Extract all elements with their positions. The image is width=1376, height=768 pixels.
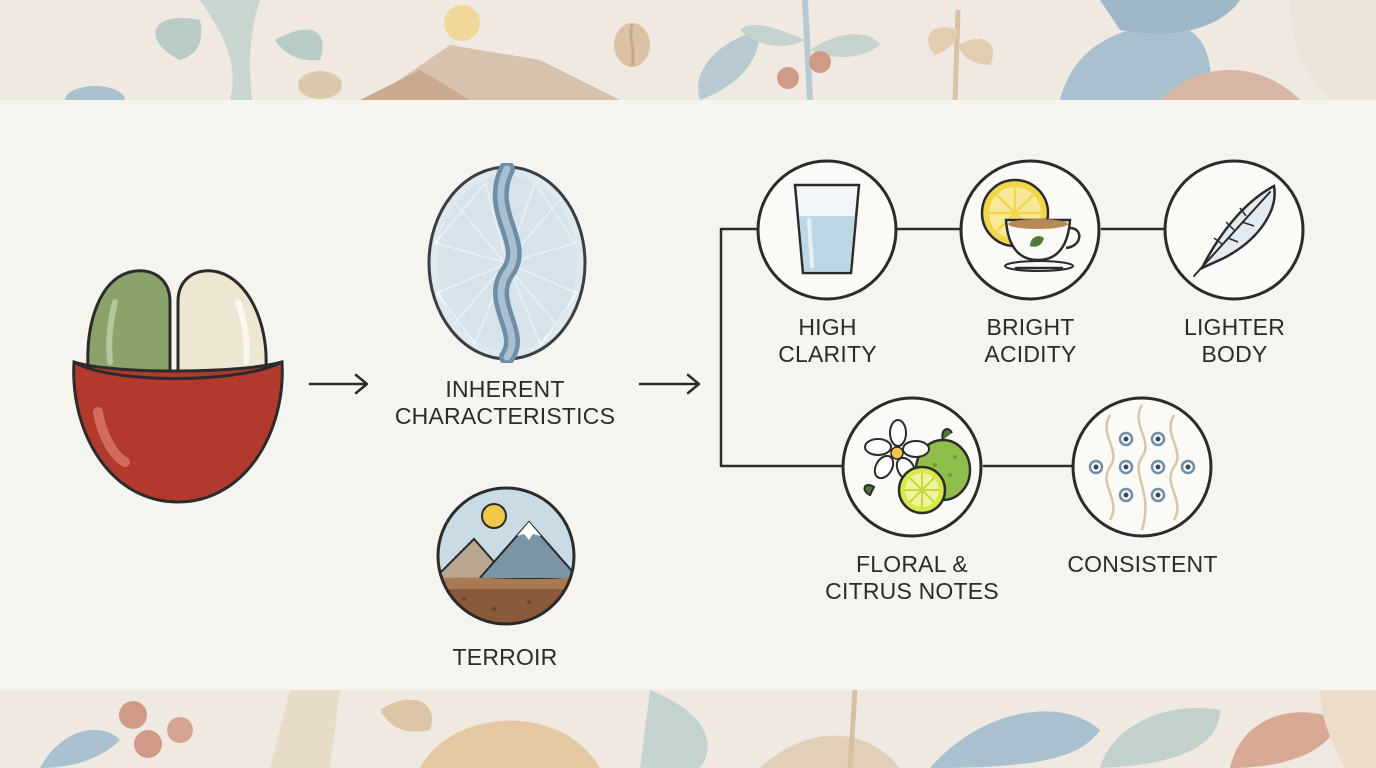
arrow-center-to-traits [638,373,701,395]
influence-node-label: TERROIR [452,644,558,670]
water-glass-icon [755,158,900,303]
arrow-source-to-center [308,373,369,395]
trait-label-lighter-body: LIGHTER BODY [1183,314,1286,367]
center-node-label: INHERENT CHARACTERISTICS [394,376,616,429]
trait-label-floral-citrus: FLORAL & CITRUS NOTES [825,551,999,604]
pattern-dots-icon [1070,395,1215,540]
trait-label-consistent: CONSISTENT [1067,551,1218,577]
flower-citrus-icon [840,395,985,540]
branch-lines [719,227,1168,468]
decorative-top-band [0,0,1376,100]
lemon-tea-icon [958,158,1103,303]
trait-label-high-clarity: HIGH CLARITY [778,314,877,367]
decorative-bottom-band [0,690,1376,768]
trait-label-bright-acidity: BRIGHT ACIDITY [984,314,1077,367]
mountain-landscape-icon [434,484,579,629]
coffee-cherry-icon [70,262,290,507]
feather-icon [1162,158,1307,303]
crystal-coffee-bean-icon [425,163,590,363]
